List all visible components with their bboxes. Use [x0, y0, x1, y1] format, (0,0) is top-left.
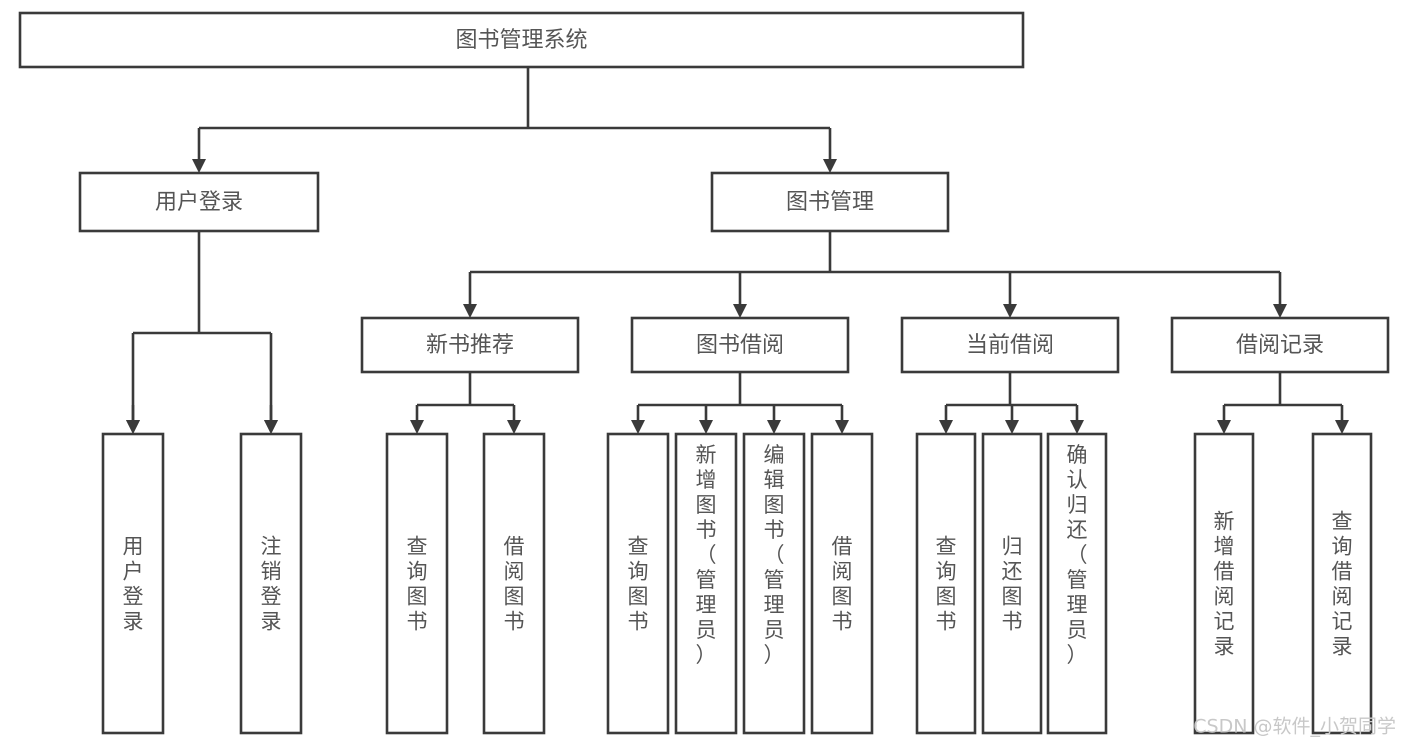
- node-leaf-edit-book-rect[interactable]: [742, 432, 806, 735]
- node-book-manage-rect[interactable]: [710, 171, 950, 233]
- node-leaf-confirm-return-rect[interactable]: [1046, 432, 1108, 735]
- node-book-manage-label: 图书管理: [786, 190, 874, 215]
- node-leaf-query-record-rect[interactable]: [1311, 432, 1373, 735]
- node-user-login[interactable]: 用户登录: [78, 171, 320, 233]
- edge-to-leaf-edit-book-arrowhead: [767, 420, 781, 434]
- node-borrow-record-label: 借阅记录: [1236, 333, 1324, 358]
- node-book-borrow[interactable]: 图书借阅: [630, 316, 850, 374]
- node-user-login-label: 用户登录: [155, 190, 243, 215]
- node-leaf-query-record[interactable]: 查询借阅记录: [1311, 432, 1373, 735]
- edge-to-new-book-recommend-arrowhead: [463, 304, 477, 318]
- node-user-login-rect[interactable]: [78, 171, 320, 233]
- node-new-book-recommend-rect[interactable]: [360, 316, 580, 374]
- edge-to-book-manage-arrowhead: [823, 159, 837, 173]
- node-leaf-return-book-label: 归还图书: [1002, 535, 1023, 634]
- node-new-book-recommend[interactable]: 新书推荐: [360, 316, 580, 374]
- node-leaf-query-book-2[interactable]: 查询图书: [606, 432, 670, 735]
- node-leaf-user-logout-label: 注销登录: [261, 535, 282, 634]
- edge-to-leaf-return-book-arrowhead: [1005, 420, 1019, 434]
- node-leaf-query-book-1-label: 查询图书: [407, 535, 428, 634]
- node-leaf-add-book-label: 新增图书（管理员）: [696, 443, 717, 667]
- node-leaf-add-record[interactable]: 新增借阅记录: [1193, 432, 1255, 735]
- edge-to-user-login-arrowhead: [192, 159, 206, 173]
- edge-to-leaf-confirm-return-arrowhead: [1070, 420, 1084, 434]
- node-borrow-record[interactable]: 借阅记录: [1170, 316, 1390, 374]
- node-current-borrow[interactable]: 当前借阅: [900, 316, 1120, 374]
- node-leaf-borrow-book-1-label: 借阅图书: [504, 535, 525, 634]
- node-leaf-user-logout[interactable]: 注销登录: [239, 432, 303, 735]
- node-leaf-query-book-1-rect[interactable]: [385, 432, 449, 735]
- node-leaf-borrow-book-2[interactable]: 借阅图书: [810, 432, 874, 735]
- node-book-manage[interactable]: 图书管理: [710, 171, 950, 233]
- node-leaf-confirm-return-label: 确认归还（管理员）: [1067, 443, 1088, 667]
- node-leaf-user-login-label: 用户登录: [123, 535, 144, 634]
- edge-to-borrow-record-arrowhead: [1273, 304, 1287, 318]
- node-root-system[interactable]: 图书管理系统: [18, 11, 1025, 69]
- node-leaf-borrow-book-2-rect[interactable]: [810, 432, 874, 735]
- node-leaf-borrow-book-2-label: 借阅图书: [832, 535, 853, 634]
- node-leaf-query-book-3-rect[interactable]: [915, 432, 977, 735]
- edge-to-leaf-borrow-book-2-arrowhead: [835, 420, 849, 434]
- node-leaf-query-book-2-label: 查询图书: [628, 535, 649, 634]
- node-current-borrow-rect[interactable]: [900, 316, 1120, 374]
- edge-to-leaf-query-book-2-arrowhead: [631, 420, 645, 434]
- edge-to-leaf-query-book-3-arrowhead: [939, 420, 953, 434]
- edge-to-book-borrow-arrowhead: [733, 304, 747, 318]
- node-leaf-borrow-book-1-rect[interactable]: [482, 432, 546, 735]
- node-leaf-borrow-book-1[interactable]: 借阅图书: [482, 432, 546, 735]
- node-current-borrow-label: 当前借阅: [966, 333, 1054, 358]
- node-borrow-record-rect[interactable]: [1170, 316, 1390, 374]
- csdn-watermark: CSDN @软件_小贺同学: [1193, 716, 1396, 738]
- connectors-layer: [126, 67, 1349, 434]
- node-leaf-query-book-3[interactable]: 查询图书: [915, 432, 977, 735]
- node-leaf-return-book-rect[interactable]: [981, 432, 1043, 735]
- node-root-system-rect[interactable]: [18, 11, 1025, 69]
- node-book-borrow-label: 图书借阅: [696, 333, 784, 358]
- boxes-layer: 图书管理系统用户登录图书管理新书推荐图书借阅当前借阅借阅记录用户登录注销登录查询…: [18, 11, 1390, 735]
- node-leaf-return-book[interactable]: 归还图书: [981, 432, 1043, 735]
- node-leaf-user-login[interactable]: 用户登录: [101, 432, 165, 735]
- node-root-system-label: 图书管理系统: [455, 28, 587, 53]
- edge2-to-leaf-user-login-arrowhead: [126, 420, 140, 434]
- node-leaf-query-book-1[interactable]: 查询图书: [385, 432, 449, 735]
- edge-to-leaf-borrow-book-1-arrowhead: [507, 420, 521, 434]
- edge-to-leaf-query-record-arrowhead: [1335, 420, 1349, 434]
- node-leaf-query-record-label: 查询借阅记录: [1332, 510, 1353, 659]
- node-leaf-add-book[interactable]: 新增图书（管理员）: [674, 432, 738, 735]
- node-leaf-add-record-rect[interactable]: [1193, 432, 1255, 735]
- node-leaf-add-book-rect[interactable]: [674, 432, 738, 735]
- node-leaf-confirm-return[interactable]: 确认归还（管理员）: [1046, 432, 1108, 735]
- node-leaf-edit-book-label: 编辑图书（管理员）: [764, 443, 785, 667]
- node-new-book-recommend-label: 新书推荐: [426, 333, 514, 358]
- node-leaf-query-book-2-rect[interactable]: [606, 432, 670, 735]
- node-leaf-query-book-3-label: 查询图书: [936, 535, 957, 634]
- edge-to-leaf-add-book-arrowhead: [699, 420, 713, 434]
- node-book-borrow-rect[interactable]: [630, 316, 850, 374]
- edge-to-leaf-add-record-arrowhead: [1217, 420, 1231, 434]
- edge-to-leaf-query-book-1-arrowhead: [410, 420, 424, 434]
- edge2-to-leaf-user-logout-arrowhead: [264, 420, 278, 434]
- edge-to-current-borrow-arrowhead: [1003, 304, 1017, 318]
- node-leaf-user-login-rect[interactable]: [101, 432, 165, 735]
- node-leaf-add-record-label: 新增借阅记录: [1214, 510, 1235, 659]
- node-leaf-user-logout-rect[interactable]: [239, 432, 303, 735]
- node-leaf-edit-book[interactable]: 编辑图书（管理员）: [742, 432, 806, 735]
